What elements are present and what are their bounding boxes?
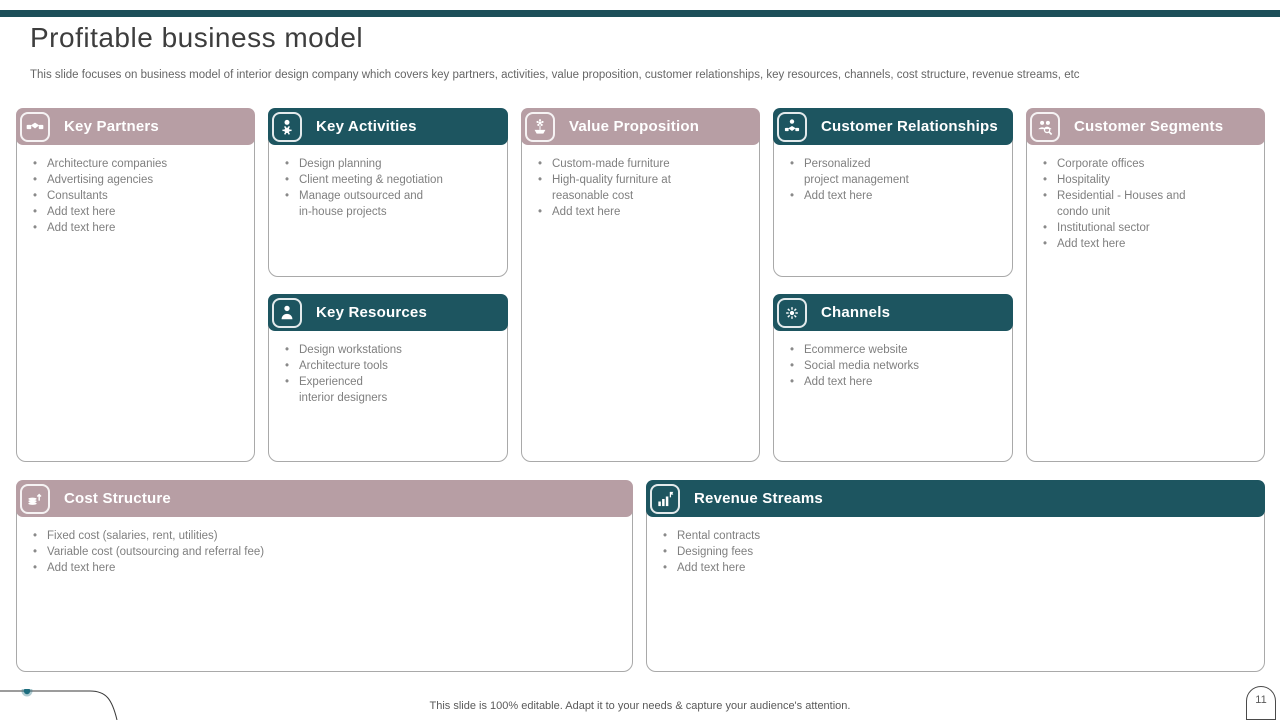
list-item: Consultants: [32, 188, 246, 204]
corner-curve-decoration: [0, 689, 118, 720]
box-header: Customer Segments: [1026, 108, 1265, 145]
list-item: Architecture companies: [32, 156, 246, 172]
list-item: Variable cost (outsourcing and referral …: [32, 544, 624, 560]
list-item: Rental contracts: [662, 528, 1256, 544]
list-item: High-quality furniture at reasonable cos…: [537, 172, 751, 204]
list-item: Add text here: [32, 220, 246, 236]
box-header: Key Activities: [268, 108, 508, 145]
footer-note: This slide is 100% editable. Adapt it to…: [429, 700, 851, 712]
person-handshake-icon: [777, 111, 807, 142]
list-item: Ecommerce website: [789, 342, 1004, 358]
box-revenue-streams: Revenue Streams Rental contractsDesignin…: [646, 480, 1265, 672]
box-items: Rental contractsDesigning feesAdd text h…: [647, 528, 1264, 576]
box-key-activities: Key Activities Design planningClient mee…: [268, 108, 508, 277]
box-header: Cost Structure: [16, 480, 633, 517]
box-header: Channels: [773, 294, 1013, 331]
list-item: Client meeting & negotiation: [284, 172, 499, 188]
list-item: Add text here: [32, 560, 624, 576]
list-item: Add text here: [789, 374, 1004, 390]
box-customer-relationships: Customer Relationships Personalized proj…: [773, 108, 1013, 277]
network-rays-icon: [777, 297, 807, 328]
box-items: Architecture companiesAdvertising agenci…: [17, 156, 254, 236]
list-item: Corporate offices: [1042, 156, 1256, 172]
list-item: Add text here: [537, 204, 751, 220]
list-item: Institutional sector: [1042, 220, 1256, 236]
list-item: Personalized project management: [789, 156, 1004, 188]
box-items: Design workstationsArchitecture toolsExp…: [269, 342, 507, 406]
hand-flower-icon: [525, 111, 555, 142]
coins-arrow-icon: [20, 483, 50, 514]
chart-growth-icon: [650, 483, 680, 514]
box-items: Custom-made furnitureHigh-quality furnit…: [522, 156, 759, 220]
box-value-proposition: Value Proposition Custom-made furnitureH…: [521, 108, 760, 462]
box-items: Fixed cost (salaries, rent, utilities)Va…: [17, 528, 632, 576]
list-item: Add text here: [32, 204, 246, 220]
list-item: Advertising agencies: [32, 172, 246, 188]
handshake-icon: [20, 111, 50, 142]
box-header: Key Resources: [268, 294, 508, 331]
list-item: Hospitality: [1042, 172, 1256, 188]
list-item: Design planning: [284, 156, 499, 172]
list-item: Experienced interior designers: [284, 374, 499, 406]
box-customer-segments: Customer Segments Corporate officesHospi…: [1026, 108, 1265, 462]
box-header: Revenue Streams: [646, 480, 1265, 517]
list-item: Manage outsourced and in-house projects: [284, 188, 499, 220]
list-item: Add text here: [789, 188, 1004, 204]
box-key-resources: Key Resources Design workstationsArchite…: [268, 294, 508, 462]
person-icon: [272, 297, 302, 328]
box-items: Personalized project managementAdd text …: [774, 156, 1012, 204]
box-cost-structure: Cost Structure Fixed cost (salaries, ren…: [16, 480, 633, 672]
list-item: Design workstations: [284, 342, 499, 358]
box-channels: Channels Ecommerce websiteSocial media n…: [773, 294, 1013, 462]
list-item: Add text here: [662, 560, 1256, 576]
list-item: Architecture tools: [284, 358, 499, 374]
box-title: Revenue Streams: [694, 490, 823, 507]
list-item: Social media networks: [789, 358, 1004, 374]
page-title: Profitable business model: [30, 22, 364, 53]
list-item: Fixed cost (salaries, rent, utilities): [32, 528, 624, 544]
person-gear-icon: [272, 111, 302, 142]
box-title: Channels: [821, 304, 891, 321]
box-title: Key Partners: [64, 118, 159, 135]
list-item: Custom-made furniture: [537, 156, 751, 172]
list-item: Residential - Houses and condo unit: [1042, 188, 1256, 220]
page-subtitle: This slide focuses on business model of …: [30, 69, 1080, 81]
box-header: Value Proposition: [521, 108, 760, 145]
list-item: Designing fees: [662, 544, 1256, 560]
top-accent-bar: [0, 10, 1280, 17]
box-title: Cost Structure: [64, 490, 171, 507]
list-item: Add text here: [1042, 236, 1256, 252]
box-items: Ecommerce websiteSocial media networksAd…: [774, 342, 1012, 390]
box-title: Key Resources: [316, 304, 427, 321]
page-number: 11: [1246, 686, 1276, 720]
box-items: Corporate officesHospitalityResidential …: [1027, 156, 1264, 252]
box-key-partners: Key Partners Architecture companiesAdver…: [16, 108, 255, 462]
box-header: Customer Relationships: [773, 108, 1013, 145]
box-header: Key Partners: [16, 108, 255, 145]
box-title: Customer Relationships: [821, 118, 998, 135]
box-title: Key Activities: [316, 118, 417, 135]
people-magnifier-icon: [1030, 111, 1060, 142]
box-title: Value Proposition: [569, 118, 700, 135]
box-items: Design planningClient meeting & negotiat…: [269, 156, 507, 220]
box-title: Customer Segments: [1074, 118, 1224, 135]
